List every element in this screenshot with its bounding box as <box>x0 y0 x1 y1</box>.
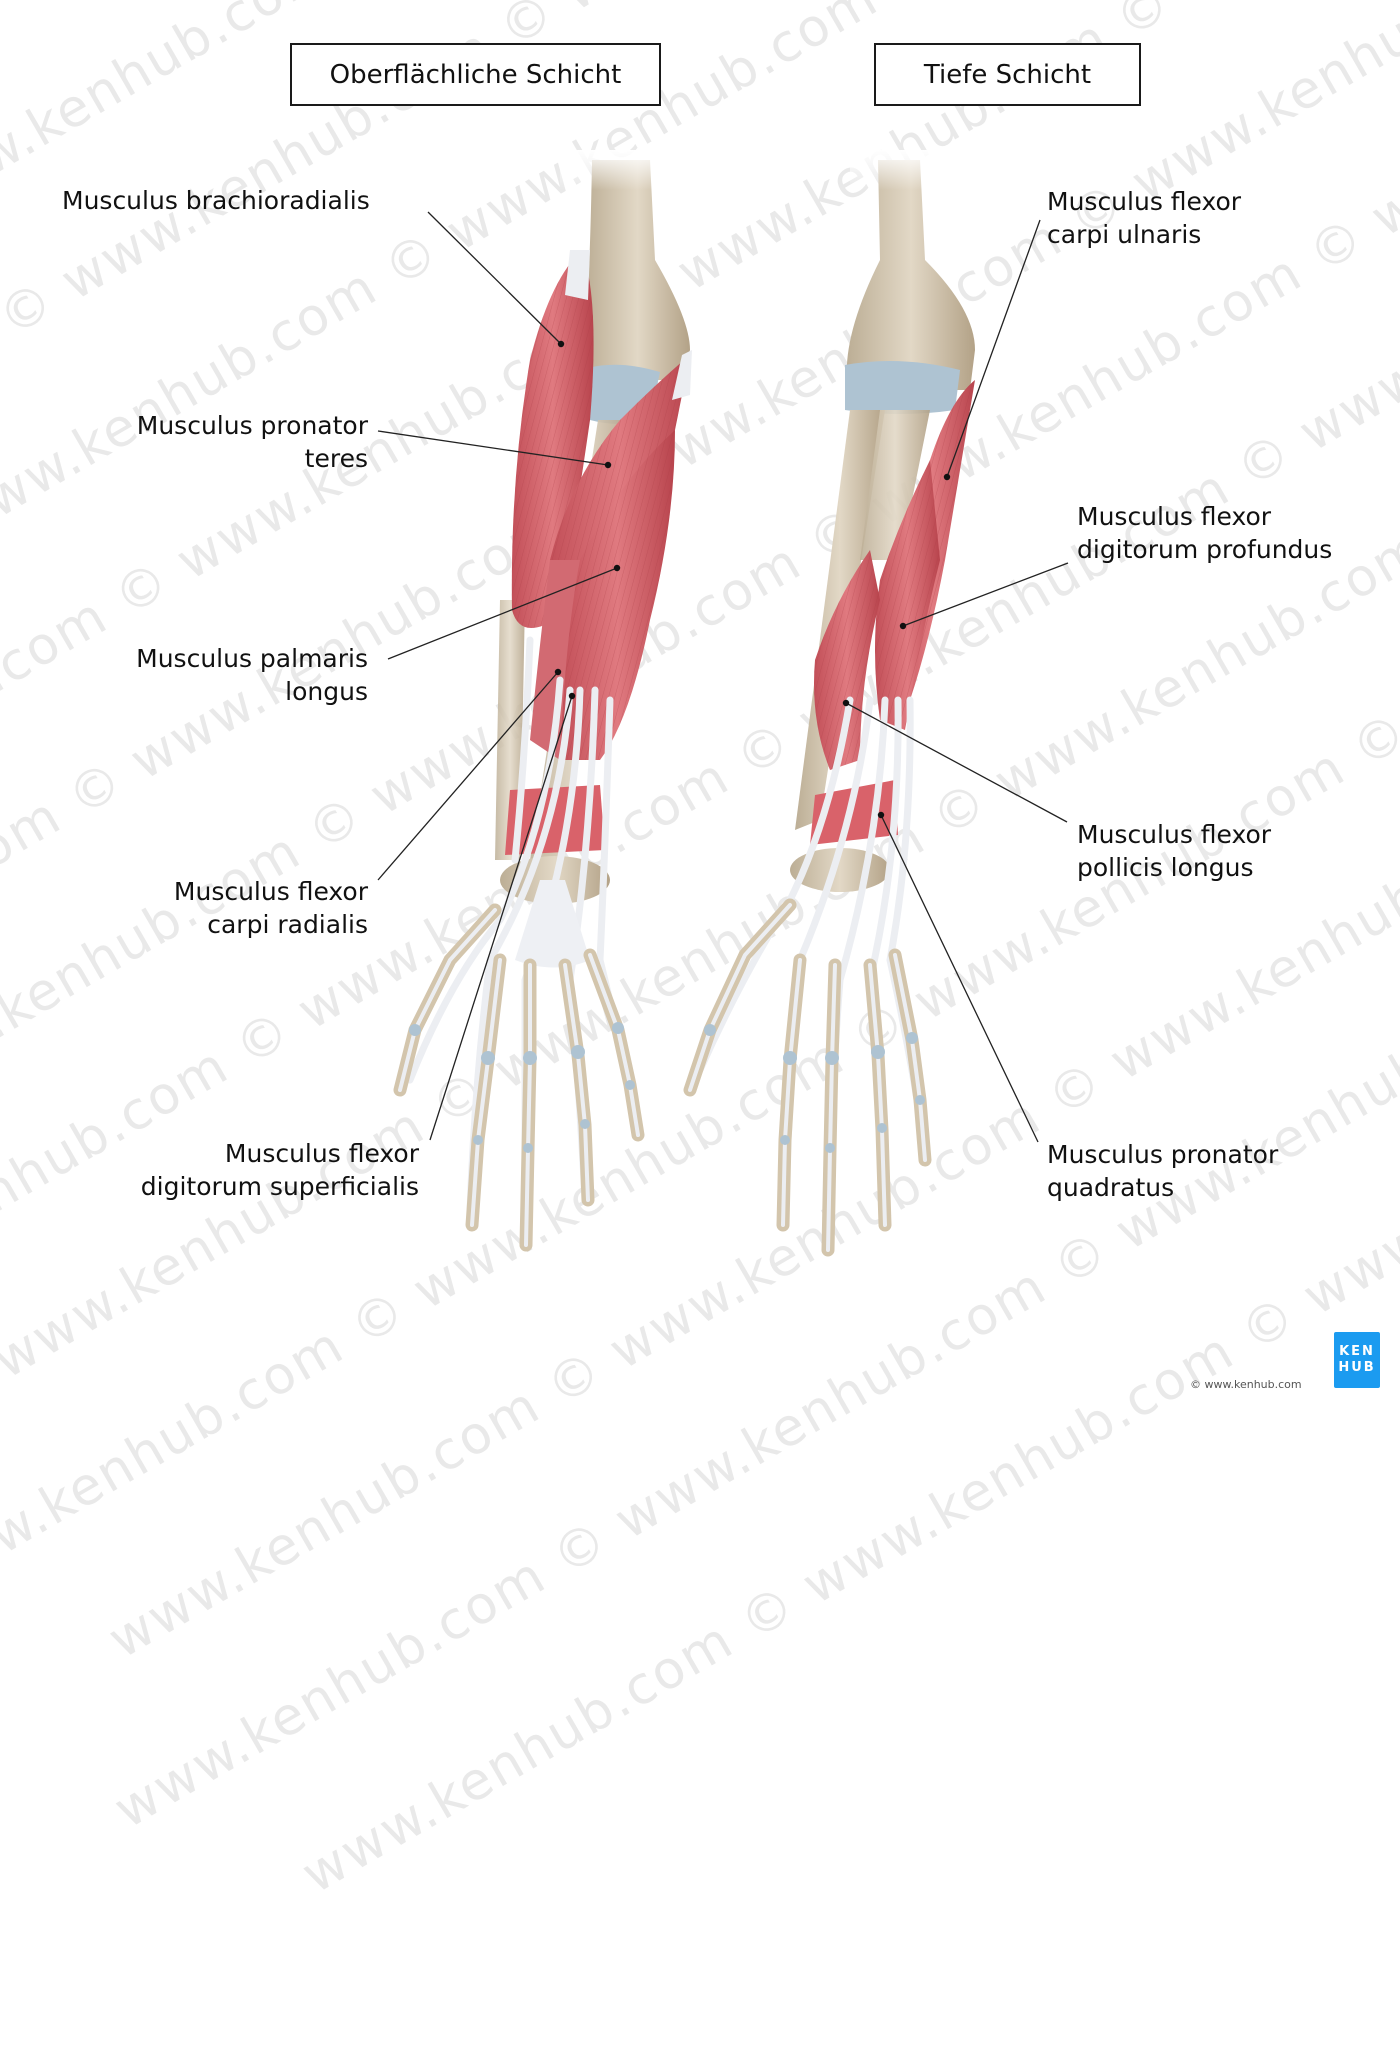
deep-arm <box>683 160 975 1257</box>
kenhub-logo: KEN HUB <box>1334 1332 1380 1388</box>
panel-title-deep: Tiefe Schicht <box>874 43 1141 106</box>
label-flexor-carpi-radialis: Musculus flexor carpi radialis <box>173 877 368 939</box>
panel-title-superficial: Oberflächliche Schicht <box>290 43 661 106</box>
label-palmaris-longus: Musculus palmaris longus <box>136 644 368 706</box>
leader-dots <box>554 340 951 819</box>
label-flexor-pollicis-longus: Musculus flexor pollicis longus <box>1077 820 1272 882</box>
label-brachioradialis: Musculus brachioradialis <box>62 186 370 215</box>
leader-lines <box>377 211 1069 1143</box>
label-flexor-digitorum-superficialis: Musculus flexor digitorum superficialis <box>140 1139 419 1201</box>
label-pronator-quadratus: Musculus pronator quadratus <box>1047 1140 1279 1202</box>
label-flexor-digitorum-profundus: Musculus flexor digitorum profundus <box>1077 502 1333 564</box>
superficial-arm <box>393 160 692 1252</box>
label-pronator-teres: Musculus pronator teres <box>136 411 368 473</box>
copyright-text: © www.kenhub.com <box>1190 1378 1302 1391</box>
label-flexor-carpi-ulnaris: Musculus flexor carpi ulnaris <box>1047 187 1242 249</box>
anatomy-illustration <box>377 150 1069 1257</box>
anatomy-diagram: www.kenhub.com © www.kenhub.com © www.ke… <box>0 0 1400 1905</box>
